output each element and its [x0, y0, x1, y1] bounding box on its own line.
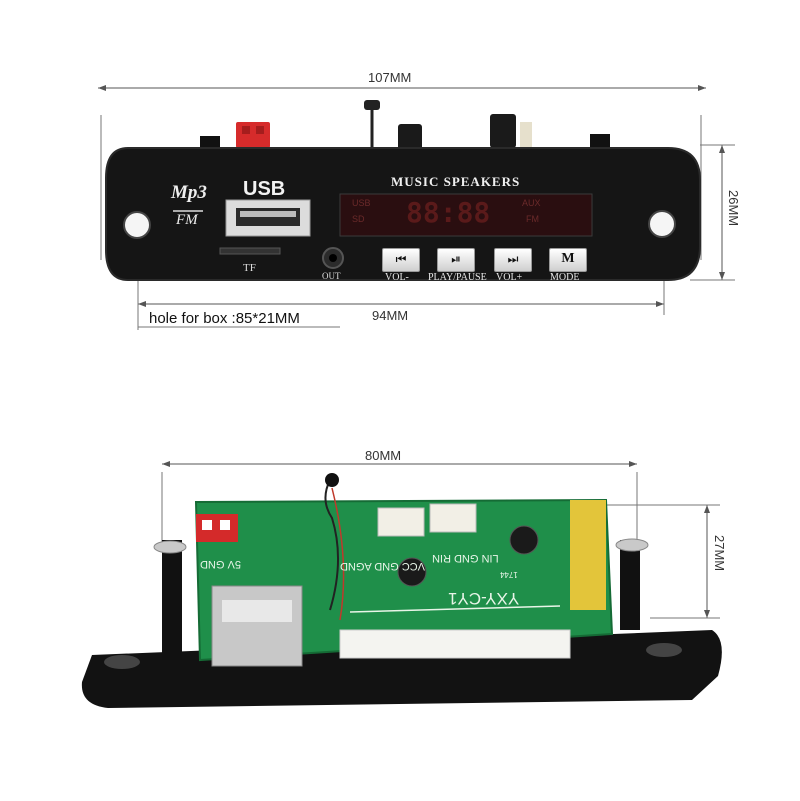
out-label: OUT [322, 271, 341, 281]
post-left [200, 136, 220, 150]
vol-down-button[interactable]: ⏮ [382, 248, 420, 272]
vol-down-label: VOL- [385, 272, 409, 283]
display-digits: 88:88 [406, 196, 491, 229]
mode-icon: M [561, 251, 575, 266]
next-icon: ⏭ [507, 252, 519, 266]
vol-up-button[interactable]: ⏭ [494, 248, 532, 272]
tf-slot [219, 247, 281, 255]
top-width-label: 107MM [368, 70, 412, 85]
play-pause-icon: ⏯ [451, 252, 461, 266]
panel-title: MUSIC SPEAKERS [391, 174, 521, 189]
play-pause-button[interactable]: ⏯ [437, 248, 475, 272]
pcb-pins-b-silk: VCC GND AGND [340, 560, 425, 572]
mount-hole-left [123, 211, 151, 239]
vol-up-label: VOL+ [496, 272, 523, 283]
display-usb-indicator: USB [352, 198, 371, 208]
display-window [339, 193, 593, 237]
post-right [590, 134, 610, 150]
pcb-pins-a-silk: LIN GND RIN [432, 552, 499, 564]
usb-label: USB [243, 178, 286, 200]
mount-hole-right [648, 210, 676, 238]
tf-label: TF [243, 262, 256, 274]
bottom-width-label: 80MM [365, 448, 402, 463]
pcb-pins-c-silk: 5V GND [200, 558, 241, 570]
fm-logo: FM [176, 212, 198, 228]
hole-width-label: 94MM [372, 308, 409, 323]
prev-icon: ⏮ [395, 252, 407, 266]
bottom-height-label: 27MM [712, 535, 727, 572]
pcb-model-silk: YXY-CY1 [448, 589, 520, 608]
mode-label: MODE [550, 272, 580, 283]
display-sd-indicator: SD [352, 214, 365, 224]
mp3-logo: Mp3 [171, 182, 207, 203]
pcb-date-silk: 1744 [500, 570, 518, 579]
top-height-label: 26MM [726, 190, 741, 227]
hole-note-label: hole for box :85*21MM [149, 310, 300, 327]
play-pause-label: PLAY/PAUSE [428, 272, 487, 283]
mode-button[interactable]: M [549, 248, 587, 272]
display-aux-indicator: AUX [522, 198, 541, 208]
display-fm-indicator: FM [526, 214, 539, 224]
